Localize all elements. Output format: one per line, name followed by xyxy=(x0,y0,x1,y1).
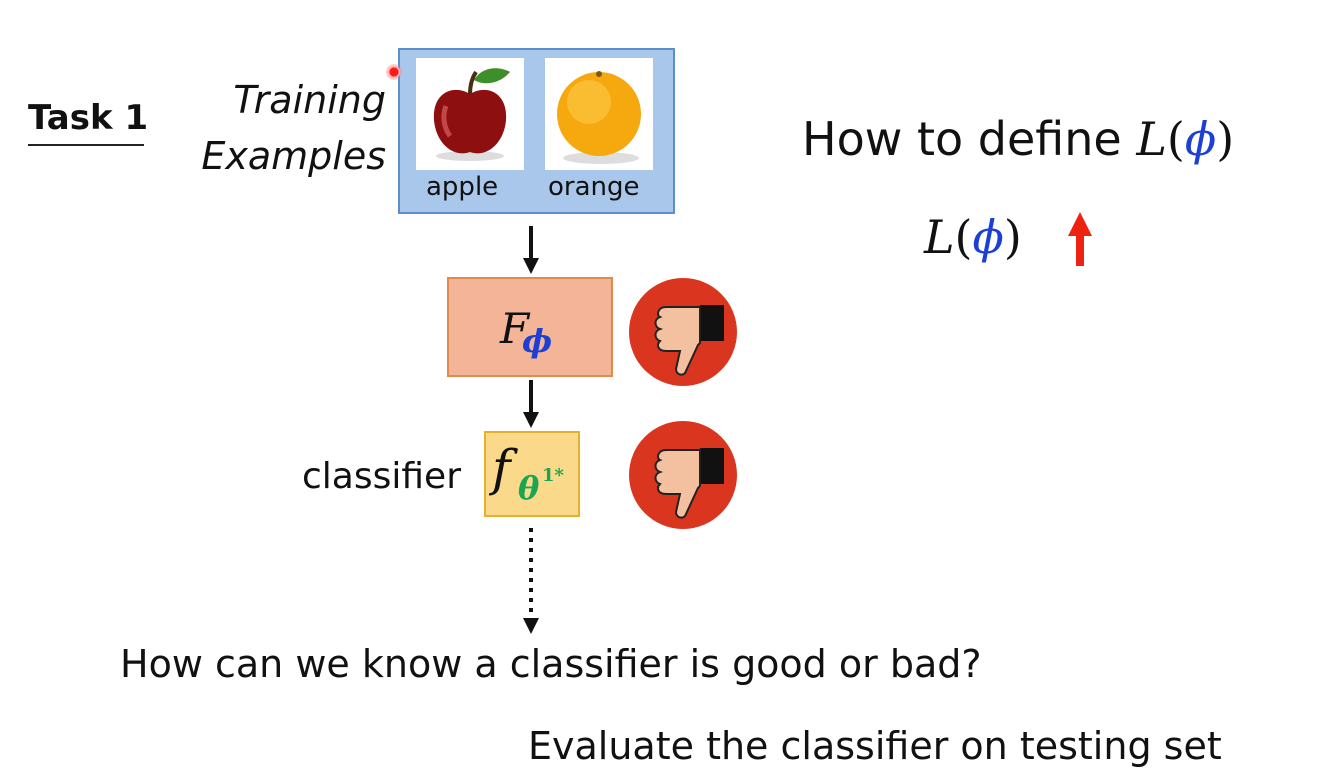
classifier-box: f θ 1* xyxy=(484,431,580,517)
loss-symbol: L xyxy=(1136,112,1167,166)
thumbs-down-icon xyxy=(629,278,737,386)
training-examples-box: apple orange xyxy=(398,48,675,214)
training-label-line2: Examples xyxy=(201,134,386,178)
loss-question-prefix: How to define xyxy=(802,112,1137,166)
classifier-label: classifier xyxy=(302,456,461,497)
thumbs-down-icon xyxy=(629,421,737,529)
orange-label: orange xyxy=(548,172,640,202)
task-title: Task 1 xyxy=(28,98,149,138)
evaluation-question: How can we know a classifier is good or … xyxy=(120,642,982,686)
loss-definition-question: How to define L(ϕ) xyxy=(802,112,1234,166)
learning-algorithm-subscript: ϕ xyxy=(522,322,553,360)
loss-up-lparen: ( xyxy=(954,210,973,264)
classifier-symbol: f xyxy=(492,439,511,497)
loss-rparen: ) xyxy=(1216,112,1235,166)
learning-algorithm-box xyxy=(447,277,613,377)
apple-icon xyxy=(433,68,510,161)
apple-image xyxy=(416,58,524,170)
loss-increase-expression: L(ϕ) xyxy=(924,210,1022,264)
training-label-line1: Training xyxy=(233,78,386,122)
laser-pointer-dot xyxy=(386,64,402,80)
loss-phi: ϕ xyxy=(1184,112,1217,166)
loss-up-phi: ϕ xyxy=(972,210,1004,264)
learning-algorithm-symbol: F xyxy=(500,304,530,353)
classifier-superscript: 1* xyxy=(542,465,564,486)
apple-label: apple xyxy=(426,172,499,202)
evaluation-answer: Evaluate the classifier on testing set xyxy=(528,724,1222,768)
orange-image xyxy=(545,58,653,170)
training-examples-label: Training Examples xyxy=(196,72,386,184)
loss-lparen: ( xyxy=(1166,112,1185,166)
task-underline xyxy=(28,144,144,146)
orange-icon xyxy=(557,71,641,164)
loss-up-rparen: ) xyxy=(1003,210,1022,264)
classifier-subscript: θ xyxy=(518,469,540,507)
loss-up-symbol: L xyxy=(924,210,955,264)
